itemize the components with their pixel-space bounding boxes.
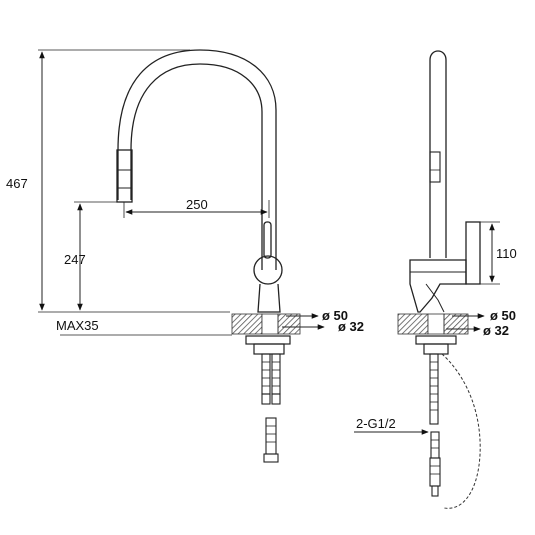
- front-spray-head: [116, 149, 133, 203]
- side-threaded-shank: [429, 353, 439, 425]
- front-view: [116, 49, 301, 463]
- side-dimensions: 110 ø 50 ø 32 2-G1/2: [354, 221, 517, 435]
- front-spout-outer: [117, 49, 277, 270]
- side-spray-head: [429, 151, 441, 183]
- side-countertop: [397, 313, 429, 335]
- side-body: [409, 259, 467, 313]
- side-view: [397, 50, 481, 509]
- front-handle-lever: [263, 221, 272, 259]
- front-spout-inner: [130, 63, 263, 270]
- front-threaded-shank: [261, 353, 281, 405]
- dim-max-thickness: MAX35: [56, 318, 99, 333]
- front-loose-stud: [263, 417, 279, 463]
- side-mounting-hole: [427, 313, 445, 335]
- dim-base-diameter-front: ø 32: [338, 319, 364, 334]
- front-countertop: [231, 313, 263, 335]
- dim-handle-height: 110: [496, 246, 517, 261]
- front-mounting-plate: [245, 335, 291, 345]
- dim-spout-height: 247: [64, 252, 86, 267]
- side-hose-tail: [429, 431, 441, 497]
- side-spout: [429, 50, 447, 258]
- front-handle-knob: [253, 255, 283, 285]
- front-body: [257, 283, 281, 313]
- dim-hole-diameter-side: ø 50: [490, 308, 516, 323]
- front-mounting-hole: [261, 313, 279, 335]
- dim-spout-reach: 250: [186, 197, 208, 212]
- front-dimensions: 467 247 MAX35 250 ø 50 ø 32: [6, 49, 364, 336]
- dim-hole-diameter-front: ø 50: [322, 308, 348, 323]
- side-handle-block: [465, 221, 481, 285]
- dim-hose-connection: 2-G1/2: [356, 416, 396, 431]
- side-pullout-hose: [441, 353, 481, 509]
- dim-total-height: 467: [6, 176, 28, 191]
- dim-base-diameter-side: ø 32: [483, 323, 509, 338]
